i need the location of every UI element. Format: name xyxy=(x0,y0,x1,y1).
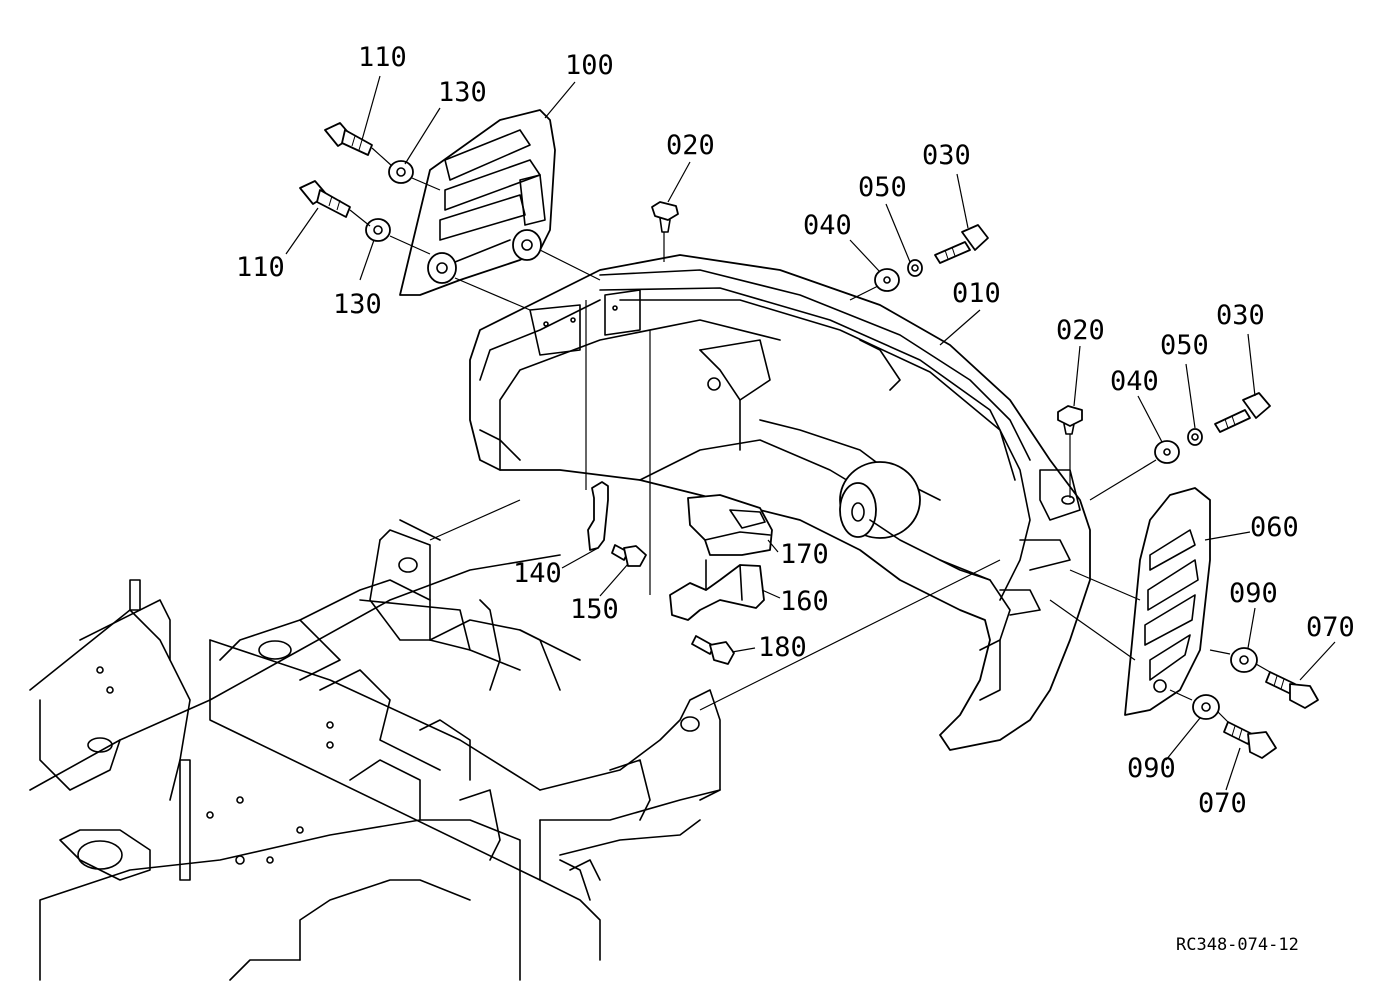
bolt-part-110-upper xyxy=(324,122,373,156)
callout-110-upper: 110 xyxy=(358,42,407,73)
bolt-part-150 xyxy=(611,544,647,567)
lockwasher-part-050-upper xyxy=(907,259,923,277)
bonnet-part-010 xyxy=(469,254,1091,751)
callout-140: 140 xyxy=(513,558,562,589)
washer-part-090-upper xyxy=(1230,647,1258,673)
callout-130-upper: 130 xyxy=(438,77,487,108)
callout-160: 160 xyxy=(780,586,829,617)
clip-part-020-left xyxy=(651,201,679,233)
bolt-part-070-upper xyxy=(1265,671,1319,709)
callout-180: 180 xyxy=(758,632,807,663)
washer-part-130-upper xyxy=(388,160,414,184)
bolt-part-030-upper xyxy=(934,224,989,264)
callout-150: 150 xyxy=(570,594,619,625)
callout-060: 060 xyxy=(1250,512,1299,543)
washer-part-130-lower xyxy=(365,218,391,242)
callout-070-lower: 070 xyxy=(1198,788,1247,819)
callout-030-lower: 030 xyxy=(1216,300,1265,331)
callout-030-upper: 030 xyxy=(922,140,971,171)
bracket-part-160 xyxy=(669,559,765,621)
callout-020-lower: 020 xyxy=(1056,315,1105,346)
clip-part-020-right xyxy=(1057,405,1083,435)
left-cover-part-100 xyxy=(399,109,556,296)
callout-020-upper: 020 xyxy=(666,130,715,161)
callout-130-lower: 130 xyxy=(333,289,382,320)
assembly-lines xyxy=(349,147,1271,723)
leader-lines xyxy=(285,75,1336,791)
lockwasher-part-050-lower xyxy=(1187,428,1203,446)
callout-050-upper: 050 xyxy=(858,172,907,203)
callout-090-upper: 090 xyxy=(1229,578,1278,609)
callout-010: 010 xyxy=(952,278,1001,309)
callout-040-upper: 040 xyxy=(803,210,852,241)
washer-part-040-upper xyxy=(874,268,900,292)
bolt-part-030-lower xyxy=(1214,392,1271,433)
callout-170: 170 xyxy=(780,539,829,570)
callout-050-lower: 050 xyxy=(1160,330,1209,361)
drawing-code: RC348-074-12 xyxy=(1176,935,1299,955)
bracket-part-170 xyxy=(687,494,773,556)
callout-090-lower: 090 xyxy=(1127,753,1176,784)
bolt-part-180 xyxy=(691,635,735,665)
callout-labels: 110 130 100 020 030 050 040 010 110 130 … xyxy=(236,42,1355,819)
washer-part-040-lower xyxy=(1154,440,1180,464)
bolt-part-070-lower xyxy=(1223,721,1277,759)
callout-040-lower: 040 xyxy=(1110,366,1159,397)
washer-part-090-lower xyxy=(1192,694,1220,720)
chassis-frame xyxy=(29,519,721,981)
callout-110-lower: 110 xyxy=(236,252,285,283)
bracket-part-140 xyxy=(587,481,609,551)
right-cover-part-060 xyxy=(1124,487,1211,716)
callout-070-upper: 070 xyxy=(1306,612,1355,643)
bolt-part-110-lower xyxy=(299,180,351,218)
callout-100: 100 xyxy=(565,50,614,81)
